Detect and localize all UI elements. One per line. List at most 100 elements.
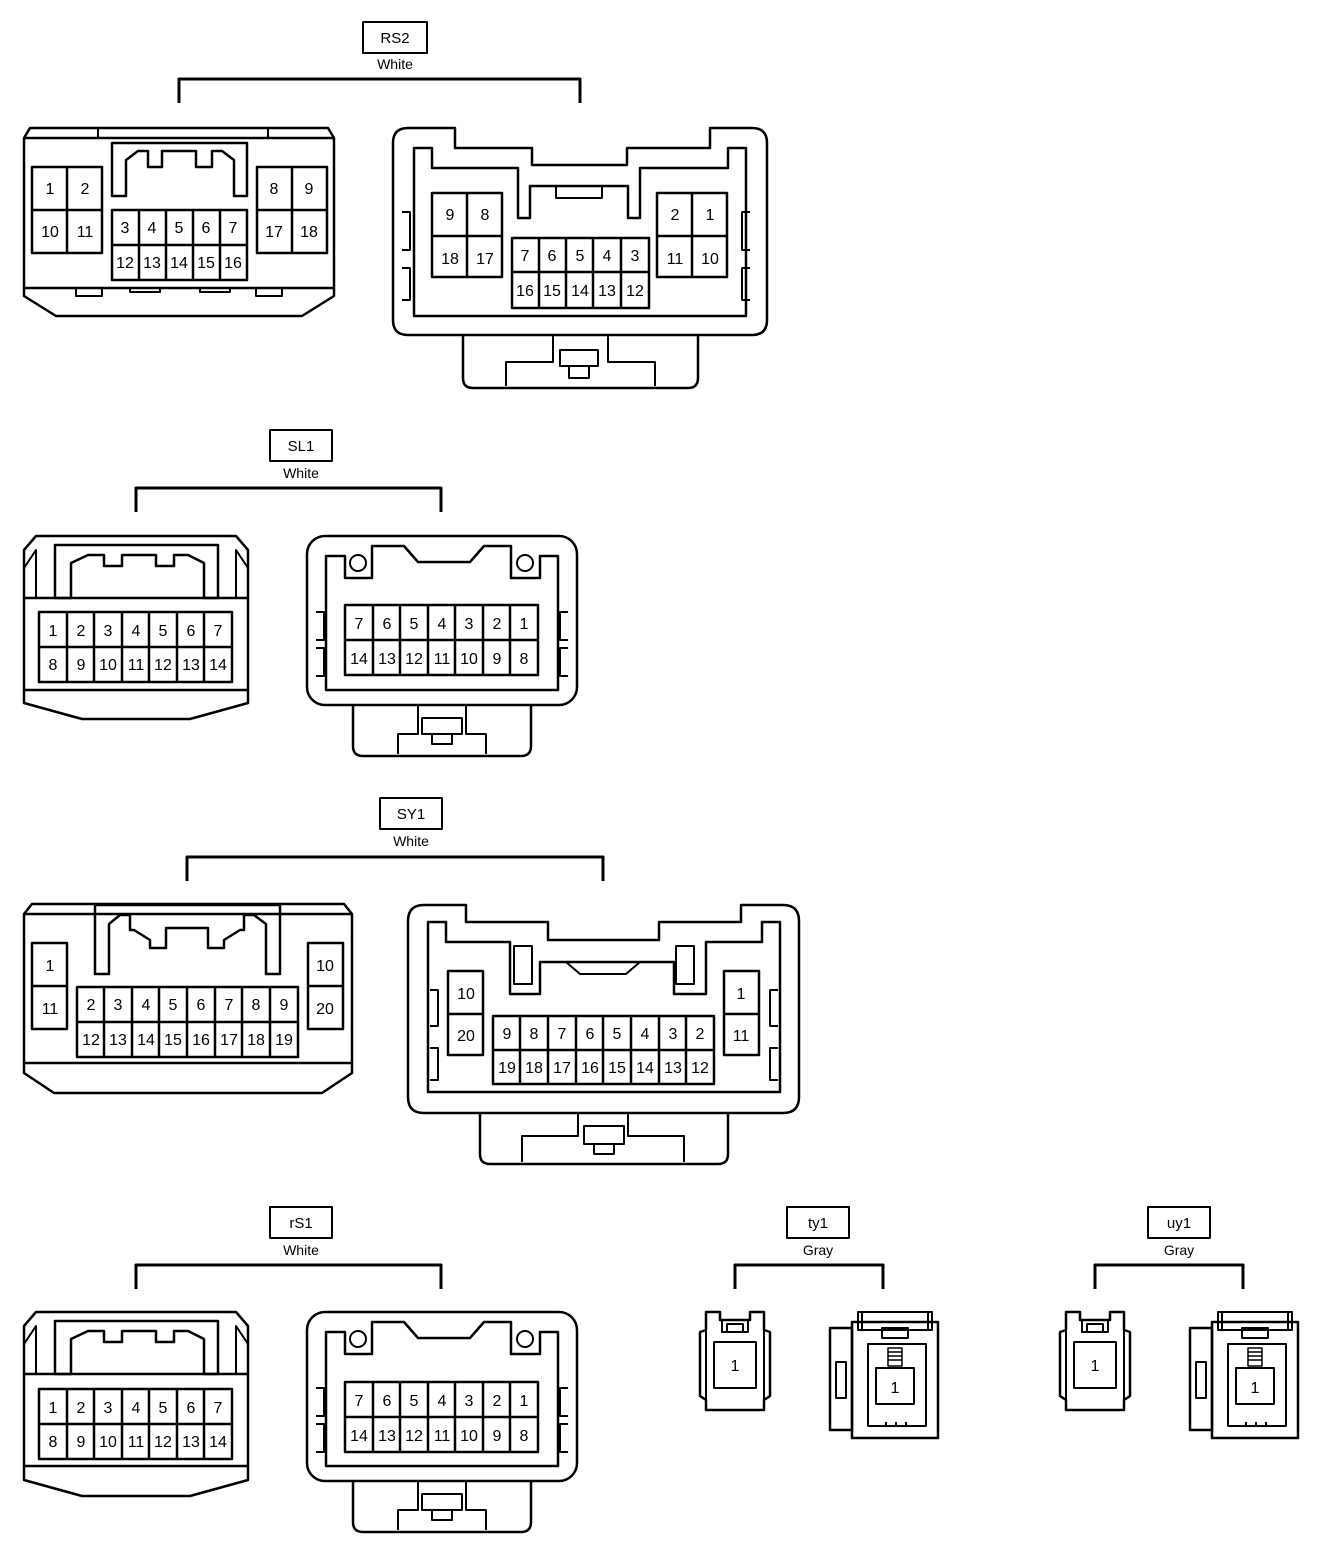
pin-label: 2 [696,1026,705,1043]
connector-label-box [379,797,443,830]
housing [1058,1310,1132,1412]
pin-label: 14 [350,651,368,668]
pin-label: 19 [498,1060,516,1077]
pin-label: 14 [350,1428,368,1445]
bracket [185,855,605,881]
pin-labels: 7 6 5 4 3 2 1 14 13 12 11 10 9 8 [350,616,528,668]
housing [1188,1326,1214,1432]
pin-label: 4 [132,623,141,640]
pin-label: 5 [410,1393,419,1410]
connector-label-box [362,21,428,54]
pin-label: 1 [49,623,58,640]
pin-label: 13 [182,657,200,674]
pin-label: 10 [701,251,719,268]
pin-label: 7 [225,997,234,1014]
pin-label: 1 [49,1400,58,1417]
housing [406,903,801,1115]
pin-label: 10 [460,1428,478,1445]
pin-label: 15 [608,1060,626,1077]
pin-labels: 10 20 9 8 7 6 5 4 3 2 19 18 17 16 15 14 … [457,986,749,1077]
housing-inner [412,146,748,318]
lock-tab [478,1113,730,1166]
pin-label: 7 [214,1400,223,1417]
connector-view-left: 1 11 2 3 4 5 6 7 8 9 12 13 14 15 16 17 1… [22,902,354,1095]
pin-labels: 9 8 18 17 7 6 5 4 3 16 15 14 13 12 2 1 1… [441,207,719,300]
pin-label: 8 [49,657,58,674]
pin-label: 12 [82,1032,100,1049]
pin-label: 13 [109,1032,127,1049]
bracket [733,1263,885,1289]
pin-label: 11 [77,224,94,241]
pin-label: 2 [77,1400,86,1417]
pin-label: 18 [441,251,459,268]
pin-label: 7 [521,248,530,265]
connector-label: SL1 [288,438,315,455]
pin-label: 6 [202,220,211,237]
pin-label: 9 [305,181,314,198]
pin-label: 10 [99,657,117,674]
pin-label: 7 [355,616,364,633]
pin-label: 13 [378,1428,396,1445]
pin-label: 11 [128,657,145,674]
pin-label: 6 [383,616,392,633]
pin-label: 17 [265,224,283,241]
housing [22,1310,250,1498]
pin-label: 1 [731,1358,740,1375]
pin-label: 18 [525,1060,543,1077]
connector-view-right: 7 6 5 4 3 2 1 14 13 12 11 10 9 8 [305,1310,579,1534]
connector-label-box [269,429,333,462]
connector-ty1: ty1 Gray 1 1 [698,1206,940,1440]
pin-label: 12 [154,1434,172,1451]
pin-label: 5 [613,1026,622,1043]
connector-label: SY1 [397,806,425,823]
pin-label: 10 [457,986,475,1003]
pin-label: 12 [405,1428,423,1445]
connector-view-right: 7 6 5 4 3 2 1 14 13 12 11 10 9 8 [305,534,579,758]
pin-label: 4 [641,1026,650,1043]
pin-label: 5 [159,623,168,640]
connector-color: White [393,833,429,849]
pin-label: 1 [520,1393,529,1410]
pin-label: 13 [378,651,396,668]
pin-label: 6 [187,1400,196,1417]
pin-label: 9 [280,997,289,1014]
pin-label: 16 [581,1060,599,1077]
lock-tab [461,335,700,390]
pin-label: 14 [209,1434,227,1451]
pin-label: 4 [148,220,157,237]
pin-label: 8 [49,1434,58,1451]
pin-label: 5 [175,220,184,237]
pin-label: 4 [142,997,151,1014]
connector-sl1: SL1 White 1 2 3 4 5 6 7 [22,429,579,758]
connector-view-left: 1 2 10 11 3 4 5 6 7 12 13 14 15 16 8 9 1… [22,126,336,318]
latch [110,141,249,198]
pin-label: 3 [114,997,123,1014]
connector-rs2: RS2 White 1 2 10 [22,21,769,390]
pin-label: 9 [493,651,502,668]
pin-label: 1 [46,181,55,198]
pin-label: 12 [154,657,172,674]
pin-label: 2 [493,616,502,633]
pin-label: 4 [603,248,612,265]
connector-label-box [1147,1206,1211,1239]
connector-label: rS1 [289,1215,312,1232]
connector-color: White [283,465,319,481]
pin-label: 12 [691,1060,709,1077]
pin-label: 3 [104,1400,113,1417]
pin-label: 3 [465,616,474,633]
pin-label: 2 [81,181,90,198]
pin-block [30,165,329,282]
connector-sy1: SY1 White 1 11 2 [22,797,801,1166]
pin-label: 13 [143,255,161,272]
connector-rs1: rS1 White 1 2 3 4 5 6 7 [22,1206,579,1534]
pin-label: 6 [197,997,206,1014]
housing-inner [324,1320,560,1468]
latch [53,543,220,600]
pin-label: 10 [99,1434,117,1451]
pin-label: 5 [576,248,585,265]
pin-label: 8 [481,207,490,224]
pin-label: 20 [457,1028,475,1045]
pin-label: 13 [664,1060,682,1077]
pin-label: 17 [553,1060,571,1077]
housing [305,1310,579,1483]
